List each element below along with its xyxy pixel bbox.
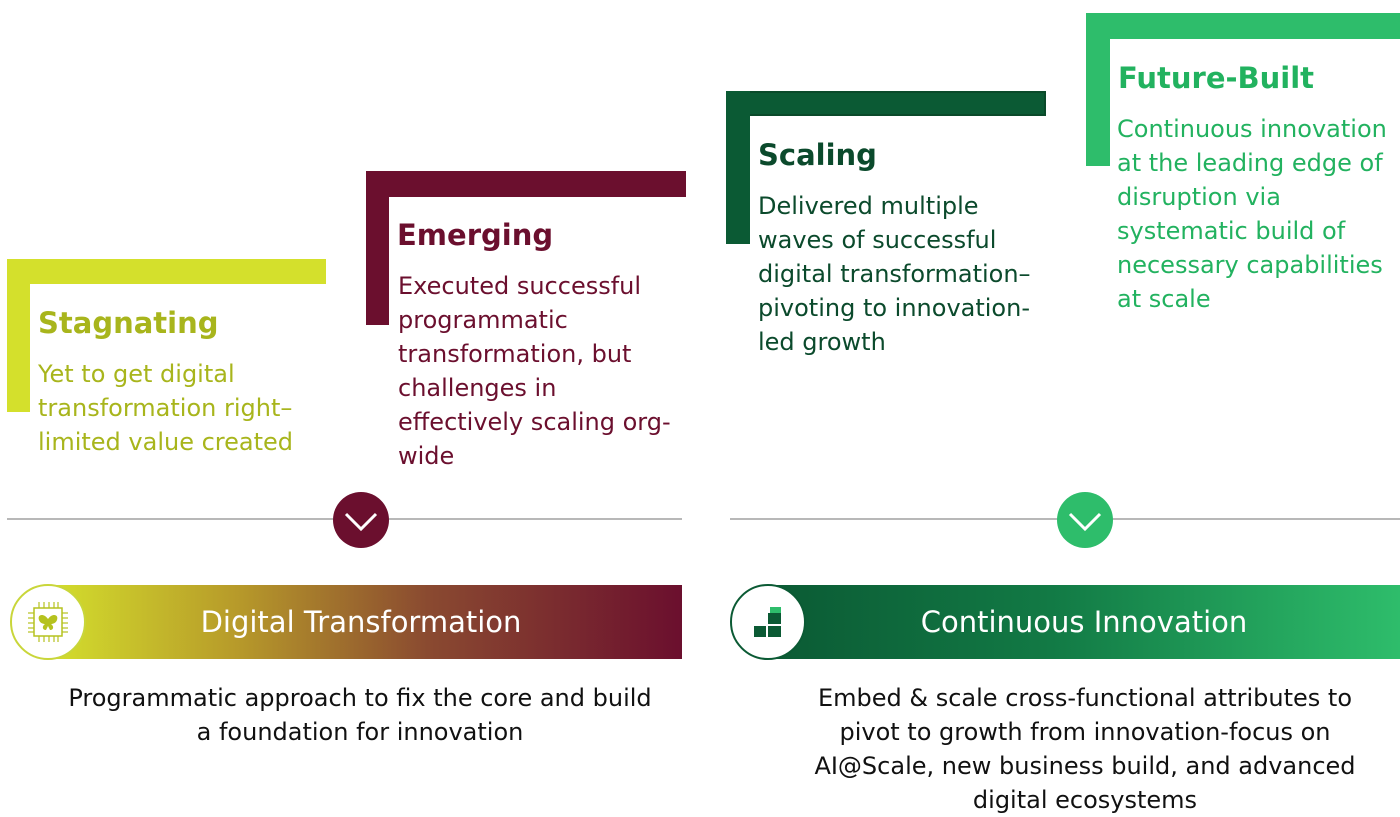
phase-caption: Embed & scale cross-functional attribute… [814, 684, 1356, 814]
stage-title: Future-Built [1118, 61, 1315, 95]
stage-description: Executed successful programmatic transfo… [398, 272, 671, 470]
emerging-bracket-top [366, 171, 686, 197]
stage-description: Continuous innovation at the leading edg… [1117, 115, 1387, 313]
phase-label: Digital Transformation [200, 605, 522, 639]
emerging-bracket-side [366, 171, 389, 325]
phase-banner-continuous-innovation: Continuous Innovation [768, 585, 1400, 659]
future-built-bracket-side [1086, 13, 1110, 166]
stage-title: Stagnating [38, 306, 219, 340]
butterfly-chip-icon [10, 584, 86, 660]
chevron-down-icon [333, 492, 389, 548]
phase-caption: Programmatic approach to fix the core an… [68, 684, 652, 746]
stage-description: Delivered multiple waves of successful d… [758, 192, 1031, 356]
stagnating-bracket-side [7, 259, 30, 412]
phase-label: Continuous Innovation [920, 605, 1248, 639]
stage-title: Emerging [397, 218, 554, 252]
stagnating-bracket-top [7, 259, 326, 284]
phase-banner-digital-transformation: Digital Transformation [46, 585, 682, 659]
scaling-bracket-top [726, 91, 1046, 116]
scaling-bracket-side [726, 91, 750, 244]
stage-title: Scaling [758, 138, 877, 172]
future-built-bracket-top [1086, 13, 1400, 39]
stacked-blocks-icon [730, 584, 806, 660]
chevron-down-icon [1057, 492, 1113, 548]
stage-description: Yet to get digital transformation right–… [38, 360, 294, 456]
